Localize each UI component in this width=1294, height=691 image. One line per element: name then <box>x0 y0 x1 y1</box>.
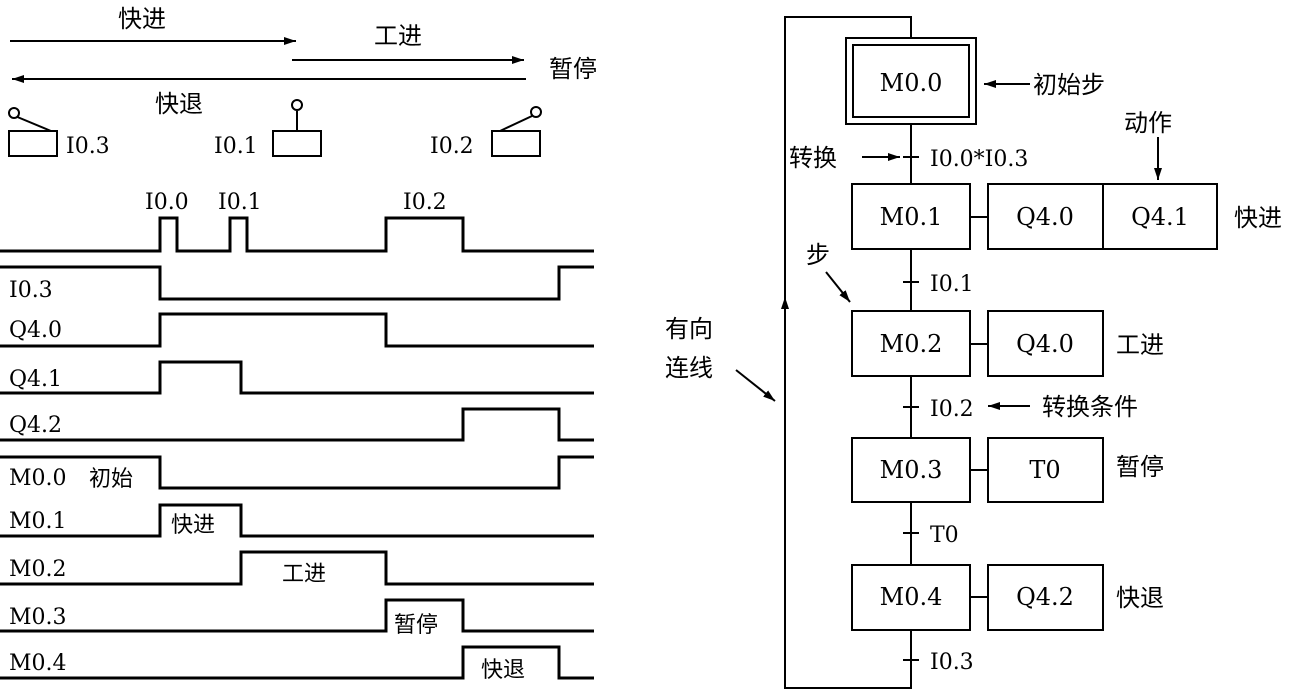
signal-name-q4-2: Q4.2 <box>9 413 62 438</box>
signal-name-i0-3: I0.3 <box>9 278 53 303</box>
sfc-lines <box>735 16 1218 689</box>
step-desc-work-feed: 工进 <box>1116 331 1164 359</box>
work-feed-label: 工进 <box>374 22 422 50</box>
initial-step-outer <box>845 37 977 125</box>
condition-label: 转换条件 <box>1042 393 1138 421</box>
pulse-label-i0-0: I0.0 <box>145 190 189 215</box>
switch-left-icon <box>8 107 58 157</box>
transition-condition-1: I0.0*I0.3 <box>930 147 1028 172</box>
signal-note-work-feed: 工进 <box>282 562 326 587</box>
waveform-m0-0 <box>0 455 594 490</box>
step-desc-fast-forward: 快进 <box>1234 204 1282 232</box>
signal-name-q4-0: Q4.0 <box>9 318 62 343</box>
action-t0: T0 <box>1029 456 1060 484</box>
waveform-q4-2 <box>0 407 594 442</box>
switch-middle-icon <box>272 99 322 157</box>
signal-note-fast-return: 快退 <box>481 658 525 683</box>
step-desc-fast-return: 快退 <box>1116 584 1164 612</box>
switch-right-label: I0.2 <box>430 134 474 159</box>
step-id-m0-1: M0.1 <box>880 203 943 231</box>
action-box-q4-0-b <box>987 310 1104 377</box>
sfc-return-link <box>784 16 912 689</box>
directed-link-pointer <box>735 369 776 402</box>
signal-note-fast-forward: 快进 <box>171 513 215 538</box>
waveform-m0-2 <box>0 550 594 586</box>
initial-step-label: 初始步 <box>1033 71 1105 99</box>
signal-name-q4-1: Q4.1 <box>9 367 62 392</box>
step-id-m0-2: M0.2 <box>880 330 943 358</box>
signal-name-m0-1: M0.1 <box>9 509 67 534</box>
initial-step-id: M0.0 <box>880 69 943 97</box>
waveform-i0-3 <box>0 265 594 301</box>
signal-name-m0-3: M0.3 <box>9 605 67 630</box>
action-q4-1: Q4.1 <box>1131 203 1189 231</box>
signal-note-pause: 暂停 <box>394 613 438 638</box>
waveform-q4-0 <box>0 312 594 348</box>
waveform-q4-1 <box>0 360 594 395</box>
transition-condition-3: I0.2 <box>930 397 974 422</box>
action-box-q4-1 <box>1102 183 1218 250</box>
signal-name-m0-0: M0.0 <box>9 466 67 491</box>
transition-condition-2: I0.1 <box>930 272 974 297</box>
step-label: 步 <box>806 241 830 269</box>
directed-link-label-1: 有向 <box>665 315 713 343</box>
transition-label: 转换 <box>789 144 837 172</box>
directed-link-label-2: 连线 <box>665 354 713 382</box>
switch-middle-label: I0.1 <box>214 134 258 159</box>
timing-waveforms <box>0 216 594 680</box>
switch-right-icon <box>491 106 542 157</box>
pulse-label-i0-2: I0.2 <box>403 190 447 215</box>
signal-name-m0-4: M0.4 <box>9 651 67 676</box>
step-pointer <box>825 271 851 303</box>
step-id-m0-4: M0.4 <box>880 583 943 611</box>
transition-condition-4: T0 <box>930 523 959 548</box>
signal-note-initial: 初始 <box>89 467 133 492</box>
pulse-label-i0-1: I0.1 <box>218 190 262 215</box>
waveform-m0-1 <box>0 503 594 538</box>
signal-name-m0-2: M0.2 <box>9 557 67 582</box>
action-label: 动作 <box>1124 109 1172 137</box>
waveform-input-pulses <box>0 216 594 253</box>
motion-arrows <box>10 37 526 83</box>
switch-left-label: I0.3 <box>66 134 110 159</box>
step-id-m0-3: M0.3 <box>880 456 943 484</box>
pause-label: 暂停 <box>549 55 597 83</box>
waveform-m0-4 <box>0 645 594 680</box>
fast-return-label: 快退 <box>155 90 203 118</box>
fast-forward-label: 快进 <box>118 5 166 33</box>
initial-step-inner <box>852 44 970 118</box>
limit-switches <box>8 99 542 157</box>
action-box-t0 <box>987 437 1104 503</box>
action-box-q4-2 <box>987 564 1104 631</box>
waveform-m0-3 <box>0 598 594 633</box>
action-q4-2: Q4.2 <box>1016 583 1074 611</box>
transition-condition-5: I0.3 <box>930 650 974 675</box>
step-desc-pause: 暂停 <box>1116 453 1164 481</box>
action-q4-0-a: Q4.0 <box>1016 203 1074 231</box>
action-q4-0-b: Q4.0 <box>1016 330 1074 358</box>
